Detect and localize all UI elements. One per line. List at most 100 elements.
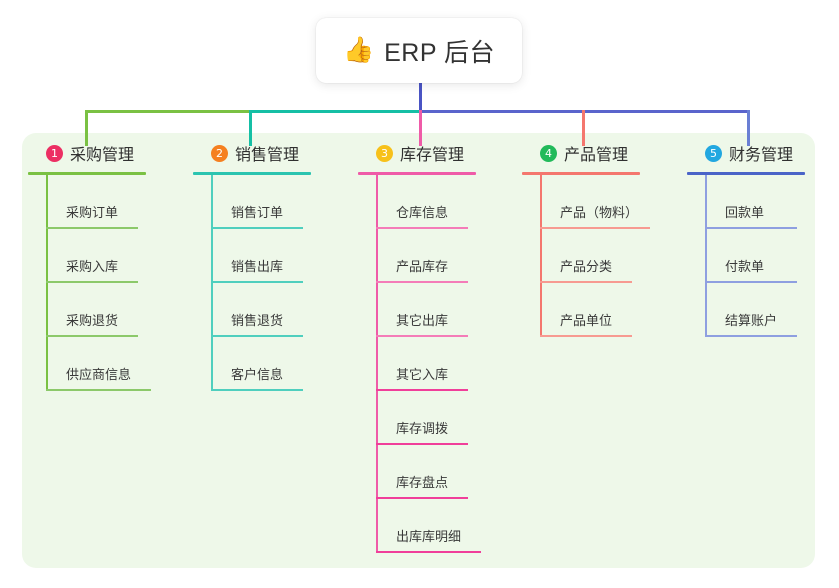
column-badge-3: 3 xyxy=(376,144,393,162)
list-item-label: 采购订单 xyxy=(66,205,119,220)
column-inventory: 3 库存管理 仓库信息 产品库存 其它出库 其它入库 库存调拨 库存盘点 xyxy=(358,140,518,553)
column-title-inventory: 库存管理 xyxy=(400,147,465,164)
list-item-rule xyxy=(540,281,632,283)
column-rule-3 xyxy=(358,172,476,175)
column-header-product[interactable]: 4 产品管理 xyxy=(522,140,692,166)
column-badge-1: 1 xyxy=(46,144,63,162)
list-item[interactable]: 采购退货 xyxy=(46,283,188,337)
list-item-label: 出库库明细 xyxy=(396,529,462,544)
column-title-product: 产品管理 xyxy=(564,147,629,164)
list-item-label: 产品分类 xyxy=(560,259,613,274)
bus-segment-green xyxy=(85,110,251,113)
list-item-label: 付款单 xyxy=(725,259,765,274)
list-item[interactable]: 销售订单 xyxy=(211,175,353,229)
list-item-label: 回款单 xyxy=(725,205,765,220)
column-rule-4 xyxy=(522,172,640,175)
list-item[interactable]: 销售出库 xyxy=(211,229,353,283)
column-header-finance[interactable]: 5 财务管理 xyxy=(687,140,839,166)
list-item[interactable]: 采购订单 xyxy=(46,175,188,229)
column-header-purchasing[interactable]: 1 采购管理 xyxy=(28,140,188,166)
drop-line-col1 xyxy=(85,110,88,146)
drop-line-col5 xyxy=(747,110,750,146)
list-item-label: 销售出库 xyxy=(231,259,284,274)
list-item-label: 其它出库 xyxy=(396,313,449,328)
list-item-rule xyxy=(705,281,797,283)
list-item-label: 供应商信息 xyxy=(66,367,132,382)
list-item[interactable]: 仓库信息 xyxy=(376,175,518,229)
list-item[interactable]: 出库库明细 xyxy=(376,499,518,553)
bus-segment-teal xyxy=(249,110,421,113)
list-item-rule xyxy=(540,227,650,229)
column-spine-1 xyxy=(46,175,48,391)
trunk-line-vertical xyxy=(419,83,422,112)
column-title-purchasing: 采购管理 xyxy=(70,147,135,164)
list-item[interactable]: 采购入库 xyxy=(46,229,188,283)
list-item-label: 销售退货 xyxy=(231,313,284,328)
list-item[interactable]: 产品单位 xyxy=(540,283,692,337)
list-item-label: 客户信息 xyxy=(231,367,284,382)
column-badge-2: 2 xyxy=(211,144,228,162)
list-item-label: 产品（物料） xyxy=(560,205,639,220)
list-item-rule xyxy=(376,497,468,499)
list-item[interactable]: 回款单 xyxy=(705,175,839,229)
list-item-label: 其它入库 xyxy=(396,367,449,382)
list-item[interactable]: 客户信息 xyxy=(211,337,353,391)
list-item-rule xyxy=(211,335,303,337)
list-item[interactable]: 付款单 xyxy=(705,229,839,283)
list-item-label: 产品库存 xyxy=(396,259,449,274)
column-sales: 2 销售管理 销售订单 销售出库 销售退货 客户信息 xyxy=(193,140,353,391)
column-items-purchasing: 采购订单 采购入库 采购退货 供应商信息 xyxy=(28,175,188,391)
column-title-finance: 财务管理 xyxy=(729,147,794,164)
column-spine-3 xyxy=(376,175,378,553)
column-product: 4 产品管理 产品（物料） 产品分类 产品单位 xyxy=(522,140,692,337)
list-item-rule xyxy=(46,335,138,337)
list-item[interactable]: 其它出库 xyxy=(376,283,518,337)
list-item-label: 产品单位 xyxy=(560,313,613,328)
list-item-rule xyxy=(376,389,468,391)
list-item-rule xyxy=(46,281,138,283)
column-header-inventory[interactable]: 3 库存管理 xyxy=(358,140,518,166)
list-item-rule xyxy=(376,335,468,337)
drop-line-col2 xyxy=(249,110,252,146)
list-item[interactable]: 结算账户 xyxy=(705,283,839,337)
list-item-rule xyxy=(376,443,468,445)
list-item-rule xyxy=(46,389,151,391)
page-title: ERP 后台 xyxy=(384,38,496,67)
list-item[interactable]: 产品分类 xyxy=(540,229,692,283)
thumbs-up-icon: 👍 xyxy=(342,36,375,64)
column-items-product: 产品（物料） 产品分类 产品单位 xyxy=(522,175,692,337)
list-item-label: 库存调拨 xyxy=(396,421,449,436)
root-node-erp-backend[interactable]: 👍 ERP 后台 xyxy=(316,18,522,83)
column-items-inventory: 仓库信息 产品库存 其它出库 其它入库 库存调拨 库存盘点 出库库明细 xyxy=(358,175,518,553)
column-rule-1 xyxy=(28,172,146,175)
list-item-label: 采购入库 xyxy=(66,259,119,274)
column-badge-5: 5 xyxy=(705,144,722,162)
column-badge-4: 4 xyxy=(540,144,557,162)
list-item-label: 结算账户 xyxy=(725,313,778,328)
list-item-rule xyxy=(46,227,138,229)
list-item[interactable]: 其它入库 xyxy=(376,337,518,391)
column-items-finance: 回款单 付款单 结算账户 xyxy=(687,175,839,337)
list-item[interactable]: 库存调拨 xyxy=(376,391,518,445)
column-spine-5 xyxy=(705,175,707,337)
list-item-label: 销售订单 xyxy=(231,205,284,220)
list-item[interactable]: 库存盘点 xyxy=(376,445,518,499)
column-spine-4 xyxy=(540,175,542,337)
column-rule-2 xyxy=(193,172,311,175)
list-item-rule xyxy=(211,389,303,391)
list-item-rule xyxy=(376,227,468,229)
list-item-rule xyxy=(211,281,303,283)
list-item[interactable]: 供应商信息 xyxy=(46,337,188,391)
list-item-rule xyxy=(540,335,632,337)
column-spine-2 xyxy=(211,175,213,391)
column-rule-5 xyxy=(687,172,805,175)
column-title-sales: 销售管理 xyxy=(235,147,300,164)
list-item-rule xyxy=(376,551,481,553)
list-item-rule xyxy=(211,227,303,229)
list-item[interactable]: 销售退货 xyxy=(211,283,353,337)
list-item[interactable]: 产品库存 xyxy=(376,229,518,283)
column-header-sales[interactable]: 2 销售管理 xyxy=(193,140,353,166)
column-finance: 5 财务管理 回款单 付款单 结算账户 xyxy=(687,140,839,337)
diagram-panel xyxy=(22,133,815,568)
list-item[interactable]: 产品（物料） xyxy=(540,175,692,229)
